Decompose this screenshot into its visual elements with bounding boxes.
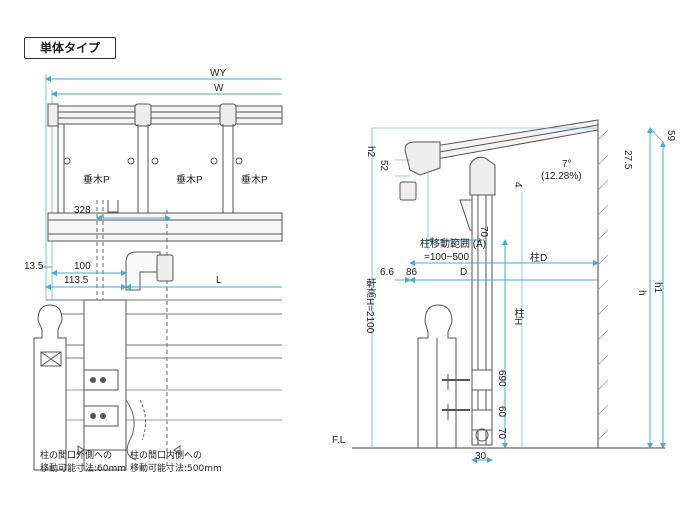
move-range-value: =100~500 (424, 252, 470, 263)
dim-27-5-label: 27.5 (622, 150, 633, 170)
dim-70-bot-label: 70 (496, 428, 507, 440)
front-view (33, 74, 283, 471)
dim-d-label: D (460, 267, 468, 278)
dim-100-label: 100 (74, 261, 91, 272)
dim-h-label: h (636, 290, 647, 296)
dim-52-label: 52 (378, 160, 389, 172)
column-h-label: 柱H (512, 308, 523, 326)
dim-13-5-label: 13.5 (24, 261, 44, 272)
dim-4-label: 4 (512, 182, 523, 188)
dim-113-5-label: 113.5 (64, 275, 89, 286)
note-inner: 柱の間口内側への 移動可能寸法:500mm (130, 450, 222, 476)
dim-70-top-label: 70 (478, 226, 489, 238)
dim-30-label: 30 (475, 451, 487, 462)
rafter-label-3: 垂木P (241, 175, 268, 186)
rafter-label-2: 垂木P (176, 175, 203, 186)
slope-deg-label: 7° (562, 159, 572, 170)
column-d-label: 柱D (530, 253, 548, 264)
note-outer-line1: 柱の間口外側への (40, 451, 113, 461)
dim-h2-label: h2 (365, 146, 376, 158)
dim-6-6-label: 6.6 (380, 267, 394, 278)
dim-w-label: W (214, 83, 224, 94)
dim-690-label: 690 (496, 370, 507, 387)
dim-wy-label: WY (210, 68, 227, 79)
front-lower-beam (47, 212, 283, 242)
unit-type-tag: 単体タイプ (24, 37, 116, 59)
dim-328-label: 328 (74, 205, 91, 216)
dim-h1-label: h1 (652, 282, 663, 294)
dim-59-line (649, 127, 664, 143)
fence-post (33, 304, 67, 471)
side-view (352, 119, 665, 449)
note-inner-line2: 移動可能寸法:500mm (130, 464, 222, 474)
floor-level-label: F.L (332, 435, 346, 446)
dim-l-label: L (216, 275, 222, 286)
dim-59-label: 59 (665, 130, 676, 142)
move-range-label: 柱移動範囲 (A) (420, 239, 487, 250)
note-inner-line1: 柱の間口内側への (130, 451, 203, 461)
slope-pct-label: (12.28%) (541, 171, 582, 182)
dim-86-label: 86 (406, 267, 418, 278)
note-outer: 柱の間口外側への 移動可能寸法:60mm (40, 450, 126, 476)
eave-height-label: 軒高H=2100 (364, 278, 375, 334)
rafter-label-1: 垂木P (83, 175, 110, 186)
dim-60-label: 60 (496, 406, 507, 418)
front-top-beam (47, 105, 283, 125)
note-outer-line2: 移動可能寸法:60mm (40, 464, 127, 474)
